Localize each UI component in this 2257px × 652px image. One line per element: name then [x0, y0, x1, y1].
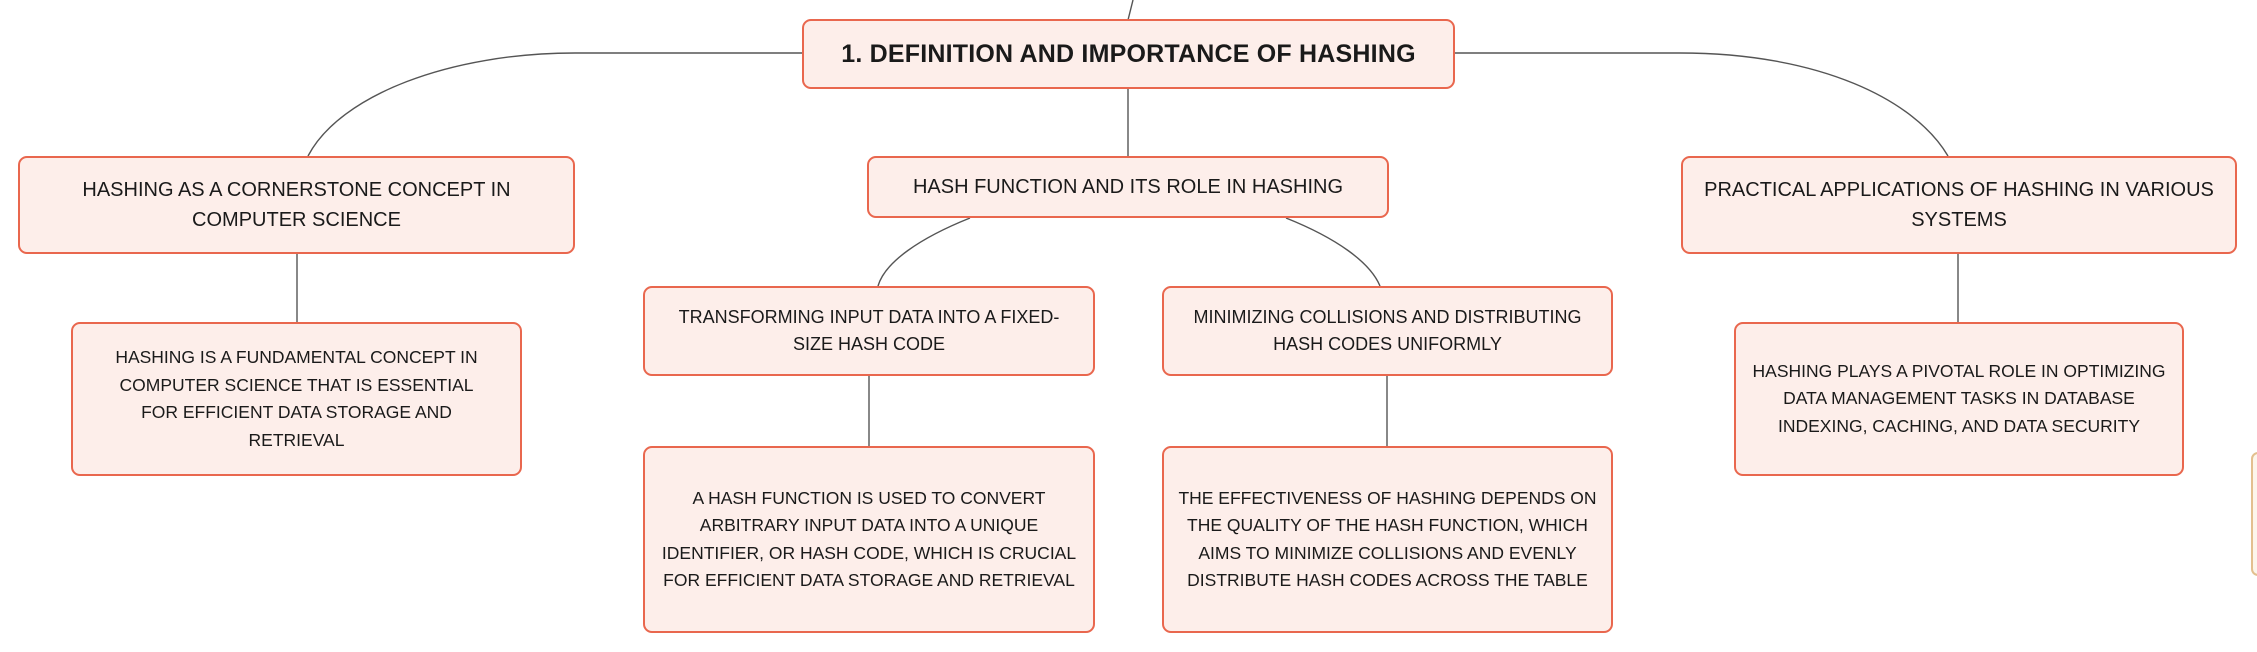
leaf-node-hash-function-purpose[interactable]: A HASH FUNCTION IS USED TO CONVERT ARBIT… — [643, 446, 1095, 633]
branch-node-label: PRACTICAL APPLICATIONS OF HASHING IN VAR… — [1704, 179, 2214, 231]
connector-center-branch-to-sub-right — [1285, 217, 1381, 287]
sub-node-transforming-input[interactable]: TRANSFORMING INPUT DATA INTO A FIXED-SIZ… — [643, 286, 1095, 376]
root-node-title: 1. DEFINITION AND IMPORTANCE OF HASHING — [841, 39, 1416, 68]
offscreen-node-edge — [2251, 452, 2257, 576]
sub-node-label: TRANSFORMING INPUT DATA INTO A FIXED-SIZ… — [678, 307, 1060, 354]
branch-node-cornerstone[interactable]: HASHING AS A CORNERSTONE CONCEPT IN COMP… — [18, 156, 575, 254]
branch-node-label: HASHING AS A CORNERSTONE CONCEPT IN COMP… — [82, 179, 511, 231]
branch-node-label: HASH FUNCTION AND ITS ROLE IN HASHING — [912, 176, 1344, 198]
parent-connector-line — [1127, 0, 1134, 21]
connector-root-to-right-branch — [1454, 52, 1949, 157]
leaf-node-text: HASHING PLAYS A PIVOTAL ROLE IN OPTIMIZI… — [1752, 360, 2166, 436]
leaf-node-fundamental-concept[interactable]: HASHING IS A FUNDAMENTAL CONCEPT IN COMP… — [71, 322, 522, 476]
root-node[interactable]: 1. DEFINITION AND IMPORTANCE OF HASHING — [802, 19, 1455, 89]
branch-node-hash-function[interactable]: HASH FUNCTION AND ITS ROLE IN HASHING — [867, 156, 1389, 218]
leaf-node-text: THE EFFECTIVENESS OF HASHING DEPENDS ON … — [1178, 487, 1597, 591]
sub-node-label: MINIMIZING COLLISIONS AND DISTRIBUTING H… — [1193, 307, 1582, 354]
leaf-node-text: HASHING IS A FUNDAMENTAL CONCEPT IN COMP… — [115, 347, 478, 450]
branch-node-applications[interactable]: PRACTICAL APPLICATIONS OF HASHING IN VAR… — [1681, 156, 2237, 254]
sub-node-minimizing-collisions[interactable]: MINIMIZING COLLISIONS AND DISTRIBUTING H… — [1162, 286, 1613, 376]
leaf-node-pivotal-role[interactable]: HASHING PLAYS A PIVOTAL ROLE IN OPTIMIZI… — [1734, 322, 2184, 476]
connector-center-branch-to-sub-left — [877, 217, 971, 287]
connector-root-to-left-branch — [307, 52, 803, 157]
leaf-node-hashing-effectiveness[interactable]: THE EFFECTIVENESS OF HASHING DEPENDS ON … — [1162, 446, 1613, 633]
leaf-node-text: A HASH FUNCTION IS USED TO CONVERT ARBIT… — [661, 487, 1077, 591]
